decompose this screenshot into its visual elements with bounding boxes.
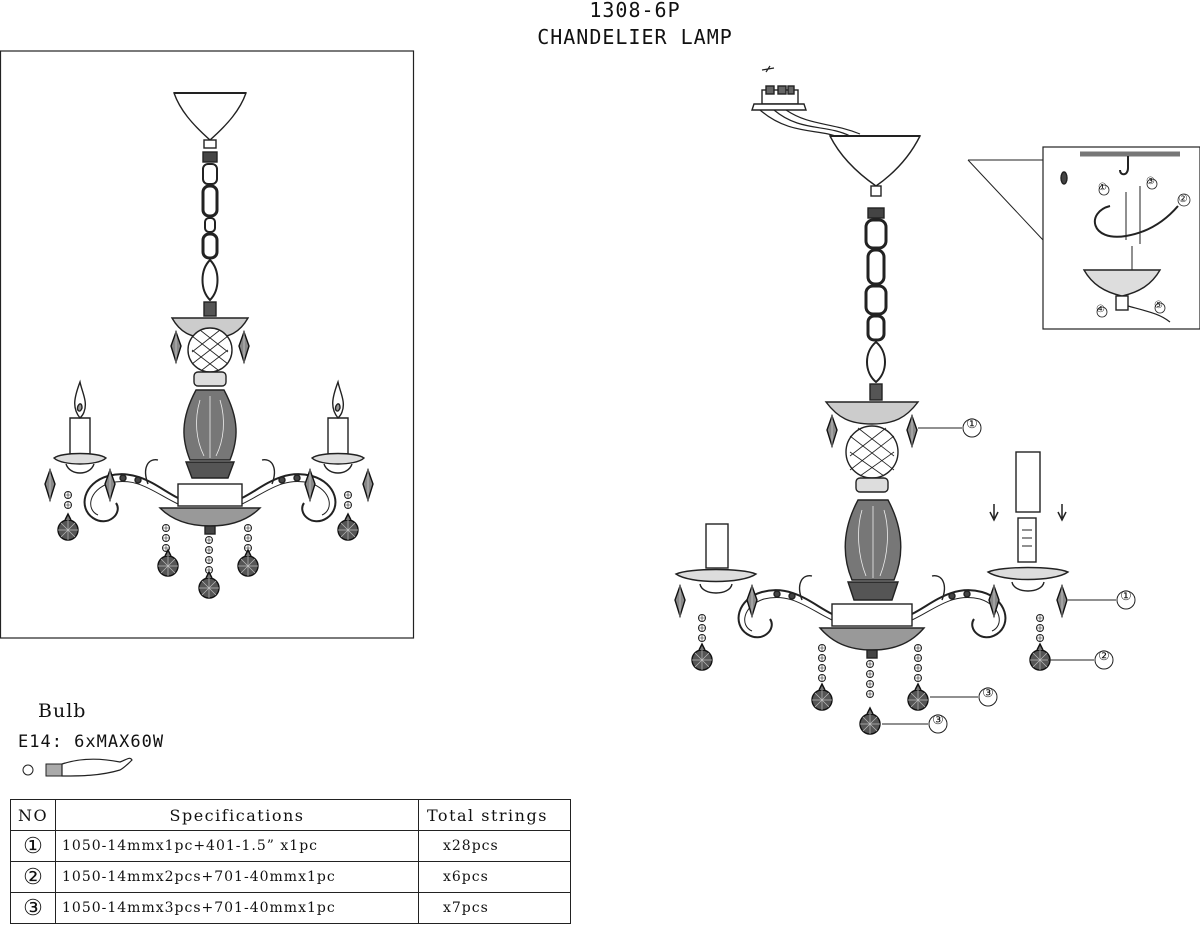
inset-callout-4: ④ xyxy=(1096,304,1105,315)
product-title: CHANDELIER LAMP xyxy=(537,25,733,49)
inset-callout-1: ① xyxy=(1098,182,1107,193)
table-header-row: NO Specifications Total strings xyxy=(10,799,571,831)
bulb-spec: E14: 6xMAX60W xyxy=(18,732,165,752)
callout-label-1-a: ① xyxy=(966,417,978,432)
callout-label-3-b: ③ xyxy=(932,713,944,728)
inset-callout-2: ② xyxy=(1178,192,1188,205)
inset-callout-3: ③ xyxy=(1146,176,1155,187)
callout-label-1-b: ① xyxy=(1120,589,1132,604)
row-spec: 1050-14mmx1pc+401-1.5” x1pc xyxy=(55,830,419,862)
bulb-title: Bulb xyxy=(38,700,87,722)
row-total: x7pcs xyxy=(418,892,571,924)
header-specifications: Specifications xyxy=(55,799,419,831)
specifications-table: NO Specifications Total strings ① 1050-1… xyxy=(10,799,571,924)
callout-label-3-a: ③ xyxy=(982,686,994,701)
callout-label-2: ② xyxy=(1098,649,1110,664)
table-row: ③ 1050-14mmx3pcs+701-40mmx1pc x7pcs xyxy=(10,892,571,924)
row-number: ③ xyxy=(10,892,56,924)
table-row: ① 1050-14mmx1pc+401-1.5” x1pc x28pcs xyxy=(10,830,571,862)
row-number: ① xyxy=(10,830,56,862)
row-spec: 1050-14mmx3pcs+701-40mmx1pc xyxy=(55,892,419,924)
header-no: NO xyxy=(10,799,56,831)
row-number: ② xyxy=(10,861,56,893)
row-spec: 1050-14mmx2pcs+701-40mmx1pc xyxy=(55,861,419,893)
model-number: 1308-6P xyxy=(589,0,681,22)
header-total-strings: Total strings xyxy=(418,799,571,831)
table-row: ② 1050-14mmx2pcs+701-40mmx1pc x6pcs xyxy=(10,861,571,893)
inset-callout-5: ⑤ xyxy=(1154,300,1163,311)
row-total: x6pcs xyxy=(418,861,571,893)
row-total: x28pcs xyxy=(418,830,571,862)
